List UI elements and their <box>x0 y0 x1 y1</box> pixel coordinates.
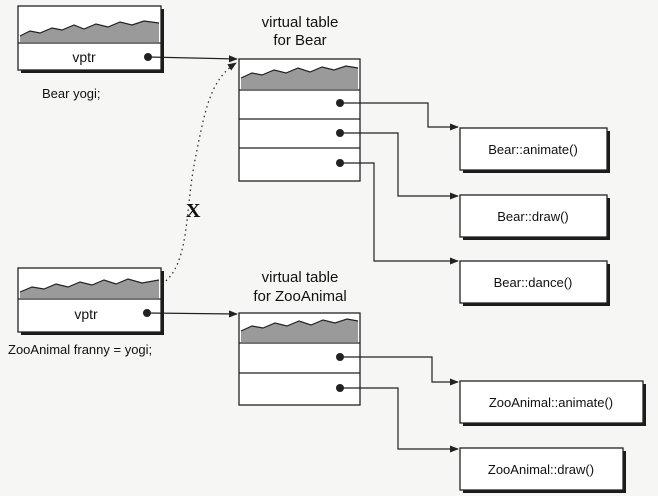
zooanimal-vptr-arrow <box>146 310 238 318</box>
zooanimal-vptr-label: vptr <box>74 306 98 322</box>
bear-dance-label: Bear::dance() <box>494 275 573 290</box>
zooanimal-animate-box: ZooAnimal::animate() <box>459 380 646 426</box>
bear-slot1-arrow <box>340 102 459 131</box>
zooanimal-vtable-title-line2: for ZooAnimal <box>253 288 346 305</box>
zooanimal-object-caption: ZooAnimal franny = yogi; <box>8 342 152 357</box>
invalid-link-dotted-arrow <box>161 62 237 285</box>
zooanimal-vtable <box>238 312 361 406</box>
bear-draw-label: Bear::draw() <box>497 209 569 224</box>
bear-animate-box: Bear::animate() <box>459 127 610 173</box>
bear-vtable-title-line1: virtual table <box>262 14 339 31</box>
bear-vtable-title-line2: for Bear <box>273 32 326 49</box>
bear-draw-box: Bear::draw() <box>459 194 610 240</box>
bear-slot2-arrow <box>340 132 459 200</box>
zooanimal-slot1-arrow <box>340 356 459 386</box>
invalid-link-x-mark: X <box>186 200 201 222</box>
bear-object-caption: Bear yogi; <box>42 86 101 101</box>
bear-dance-box: Bear::dance() <box>459 260 610 306</box>
bear-vptr-arrow <box>147 55 238 63</box>
zooanimal-object: vptr <box>17 267 164 335</box>
bear-vptr-label: vptr <box>72 49 96 65</box>
zooanimal-draw-box: ZooAnimal::draw() <box>459 447 626 493</box>
zooanimal-draw-label: ZooAnimal::draw() <box>488 462 594 477</box>
zooanimal-animate-label: ZooAnimal::animate() <box>489 395 613 410</box>
bear-slot3-arrow <box>340 162 459 265</box>
zooanimal-vtable-title-line1: virtual table <box>262 269 339 286</box>
bear-object: vptr <box>17 5 164 73</box>
bear-vtable <box>238 58 361 182</box>
zooanimal-slot2-arrow <box>340 387 459 453</box>
bear-animate-label: Bear::animate() <box>488 142 578 157</box>
